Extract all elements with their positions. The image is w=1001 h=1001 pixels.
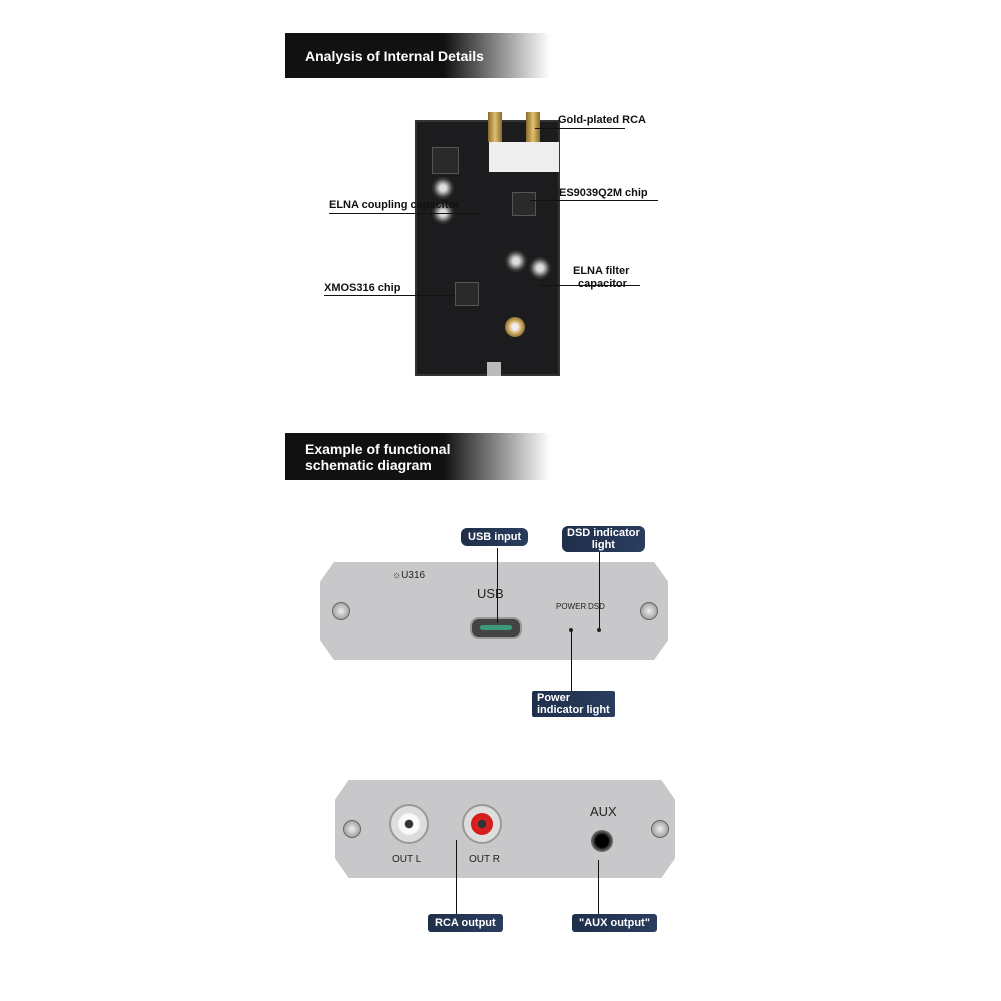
screw-icon	[640, 602, 658, 620]
dsd-led	[597, 628, 601, 632]
section-banner-schematic: Example of functional schematic diagram	[285, 433, 550, 480]
pcb-image	[415, 120, 560, 376]
power-label: POWER	[556, 602, 587, 611]
coupling-capacitor	[432, 177, 454, 199]
usb-label: USB	[477, 586, 504, 601]
tag-usb-input: USB input	[461, 528, 529, 546]
tag-aux-output: "AUX output"	[572, 914, 657, 932]
out-l-label: OUT L	[392, 854, 422, 865]
pcb-chip	[432, 147, 459, 174]
section-title-line1: Example of functional	[305, 440, 451, 457]
dac-chip	[512, 192, 536, 216]
aux-jack	[591, 830, 613, 852]
screw-icon	[332, 602, 350, 620]
tag-rca-output: RCA output	[428, 914, 503, 932]
aux-label: AUX	[590, 804, 617, 819]
brand-label: ☼U316	[392, 570, 426, 581]
rca-jack-right	[462, 804, 502, 844]
front-panel: ☼U316 USB POWER DSD	[320, 562, 668, 660]
label-filter-line2: capacitor	[578, 278, 627, 290]
label-xmos-chip: XMOS316 chip	[324, 282, 401, 294]
rca-housing	[489, 142, 559, 172]
gold-capacitor	[505, 317, 525, 337]
out-r-label: OUT R	[469, 854, 500, 865]
label-gold-rca: Gold-plated RCA	[558, 114, 646, 126]
screw-icon	[343, 820, 361, 838]
rca-connector	[488, 112, 502, 142]
section-title: Analysis of Internal Details	[305, 47, 484, 64]
label-filter-line1: ELNA filter	[573, 265, 630, 277]
dsd-label: DSD	[588, 602, 605, 611]
label-coupling-capacitor: ELNA coupling capacitor	[329, 199, 460, 211]
filter-capacitor	[529, 257, 551, 279]
section-banner-internal: Analysis of Internal Details	[285, 33, 550, 78]
xmos-chip	[455, 282, 479, 306]
label-dac-chip: ES9039Q2M chip	[559, 187, 648, 199]
rear-panel: OUT L OUT R AUX	[335, 780, 675, 878]
rca-jack-left	[389, 804, 429, 844]
rca-connector	[526, 112, 540, 142]
section-title-line2: schematic diagram	[305, 456, 432, 473]
screw-icon	[651, 820, 669, 838]
usb-c-port	[470, 617, 522, 639]
filter-capacitor	[505, 250, 527, 272]
usb-port	[487, 362, 501, 376]
